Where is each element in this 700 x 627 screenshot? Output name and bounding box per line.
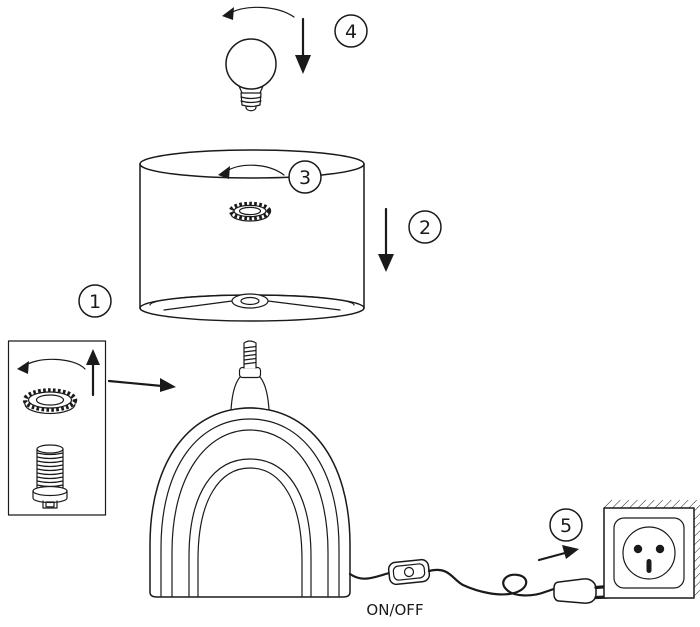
ring-nut-icon xyxy=(22,388,78,415)
down-arrow-icon xyxy=(378,207,394,272)
step-4-number: 4 xyxy=(345,21,357,43)
step-2-badge: 2 xyxy=(408,210,442,244)
step-4-badge: 4 xyxy=(334,14,368,48)
outlet-hole xyxy=(655,544,665,554)
step-2-number: 2 xyxy=(419,217,431,239)
lamp-neck xyxy=(230,340,270,411)
power-cord xyxy=(348,571,391,580)
lampshade-group: 3 2 xyxy=(139,149,442,322)
rotate-arrow-icon xyxy=(222,6,295,20)
wall-hatching xyxy=(694,502,700,598)
inline-switch-icon xyxy=(387,558,431,586)
down-arrow-icon xyxy=(295,17,311,74)
step-4-group: 4 xyxy=(222,6,368,112)
step-5-number: 5 xyxy=(560,515,572,537)
light-bulb-icon xyxy=(225,38,277,112)
step-5-group: 5 xyxy=(537,500,700,599)
step-1-group: 1 xyxy=(7,284,176,516)
wall-outlet-icon xyxy=(603,500,700,599)
step-1-number: 1 xyxy=(89,291,101,313)
lampshade-icon xyxy=(139,149,365,322)
outlet-hole xyxy=(633,544,643,554)
up-arrow-icon xyxy=(86,349,100,397)
right-arrow-icon xyxy=(537,545,579,562)
switch-label: ON/OFF xyxy=(366,601,423,619)
shade-ring-fitting-icon xyxy=(228,201,272,222)
rotate-arrow-icon xyxy=(17,358,86,374)
power-cord-group: ON/OFF xyxy=(348,558,623,619)
step-3-number: 3 xyxy=(299,167,311,189)
step-1-badge: 1 xyxy=(78,284,112,318)
right-arrow-icon xyxy=(107,378,176,392)
power-cord xyxy=(427,568,561,597)
step-3-badge: 3 xyxy=(288,160,322,194)
lamp-base-icon xyxy=(149,340,351,598)
outlet-slot xyxy=(646,559,652,573)
step-5-badge: 5 xyxy=(549,508,583,542)
threaded-socket-icon xyxy=(32,444,68,509)
wall-hatching xyxy=(604,500,698,508)
rotate-arrow-icon xyxy=(218,164,285,179)
